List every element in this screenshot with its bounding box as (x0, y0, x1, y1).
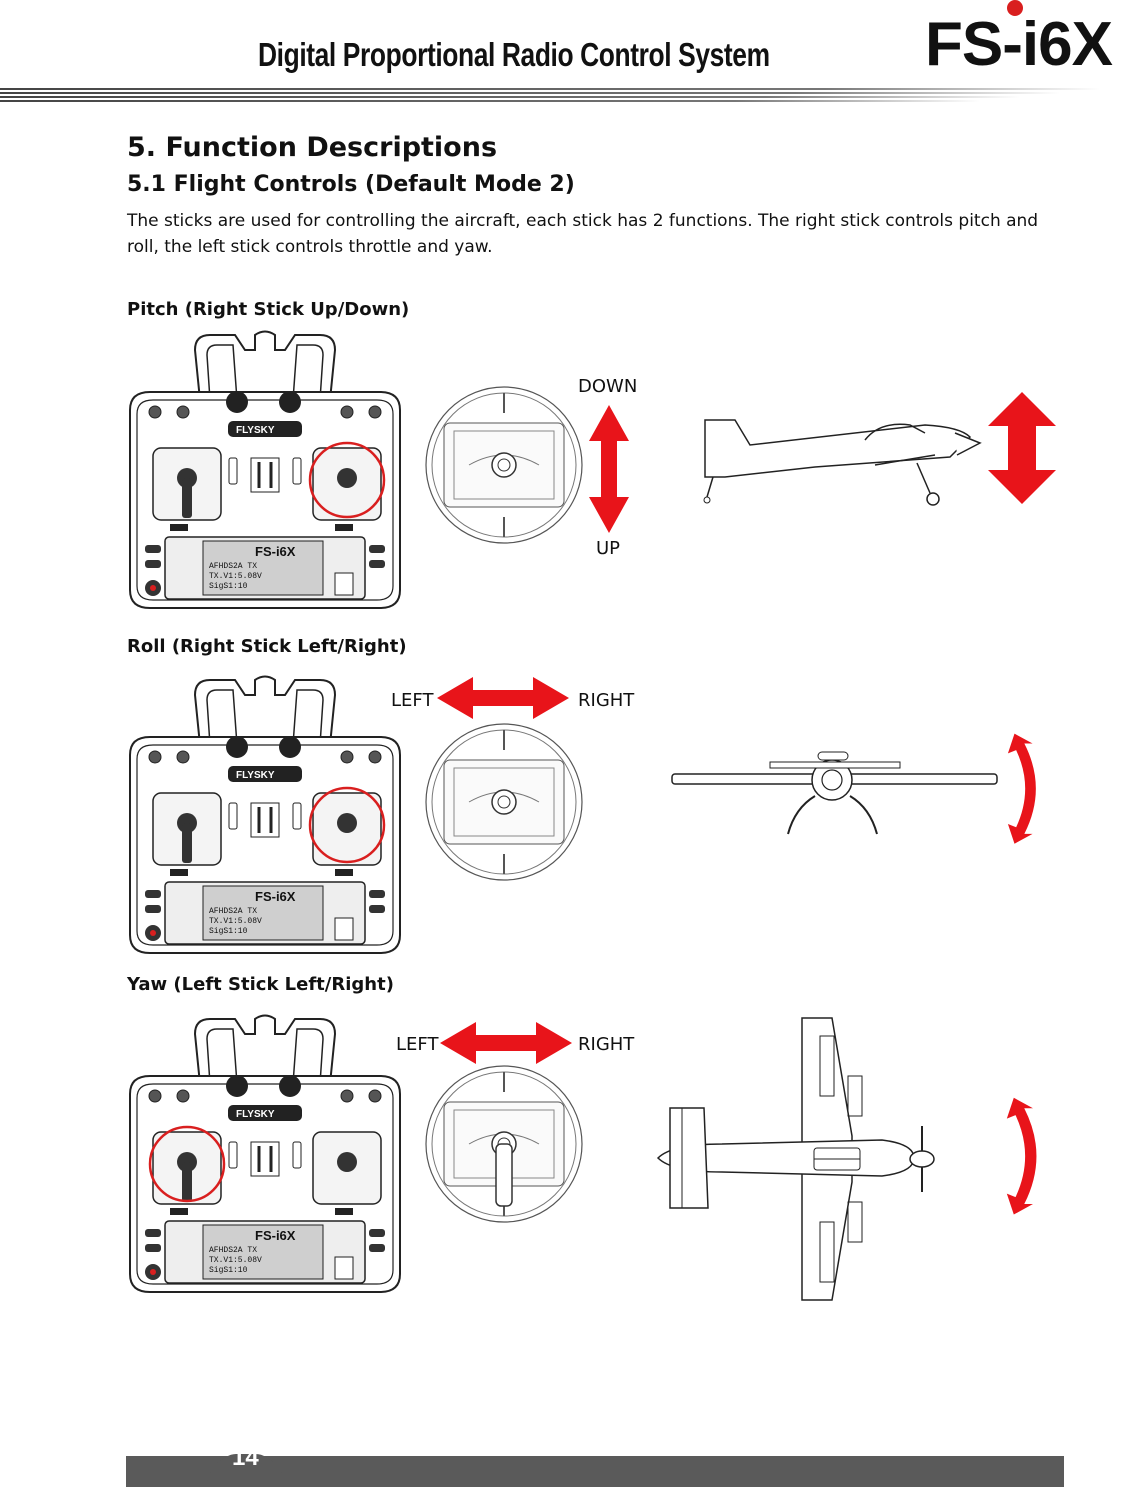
roll-label-right: RIGHT (578, 690, 635, 711)
pitch-label-down: DOWN (578, 376, 638, 397)
svg-text:FLYSKY: FLYSKY (236, 425, 275, 436)
yaw-left-stick-gimbal (425, 1065, 583, 1223)
header-title: Digital Proportional Radio Control Syste… (258, 36, 770, 73)
roll-transmitter-illustration: FLYSKY (128, 675, 402, 955)
roll-leftright-arrow-icon (437, 677, 569, 719)
airplane-front-view (671, 751, 998, 835)
airplane-top-view (656, 1017, 935, 1301)
page-number: 14 (232, 1444, 259, 1471)
airplane-side-view (703, 419, 982, 506)
roll-right-stick-gimbal (425, 723, 583, 881)
svg-text:FLYSKY: FLYSKY (236, 1109, 275, 1120)
yaw-leftright-arrow-icon (440, 1022, 572, 1064)
yaw-label-right: RIGHT (578, 1034, 635, 1055)
brand-logo: FS-i6X (925, 10, 1113, 79)
roll-title: Roll (Right Stick Left/Right) (127, 636, 407, 657)
roll-motion-arrow-icon (1007, 733, 1036, 844)
roll-label-left: LEFT (391, 690, 434, 711)
pitch-right-stick-gimbal (425, 386, 583, 544)
intro-paragraph: The sticks are used for controlling the … (127, 211, 1039, 257)
yaw-title: Yaw (Left Stick Left/Right) (127, 974, 394, 995)
pitch-transmitter-illustration: FLYSKY (128, 330, 402, 610)
yaw-motion-arrow-icon (1006, 1097, 1037, 1215)
yaw-transmitter-illustration: FLYSKY (128, 1014, 402, 1294)
pitch-motion-arrow-icon (988, 392, 1056, 504)
footer-page-tab (206, 1454, 286, 1487)
section-subheading: 5.1 Flight Controls (Default Mode 2) (127, 172, 575, 197)
section-heading: 5. Function Descriptions (127, 132, 498, 163)
pitch-title: Pitch (Right Stick Up/Down) (127, 299, 410, 320)
yaw-label-left: LEFT (396, 1034, 439, 1055)
pitch-label-up: UP (596, 538, 621, 559)
svg-text:FLYSKY: FLYSKY (236, 770, 275, 781)
brand-logo-dot (1007, 0, 1023, 16)
header-divider (0, 88, 1100, 102)
pitch-updown-arrow-icon (589, 405, 629, 533)
